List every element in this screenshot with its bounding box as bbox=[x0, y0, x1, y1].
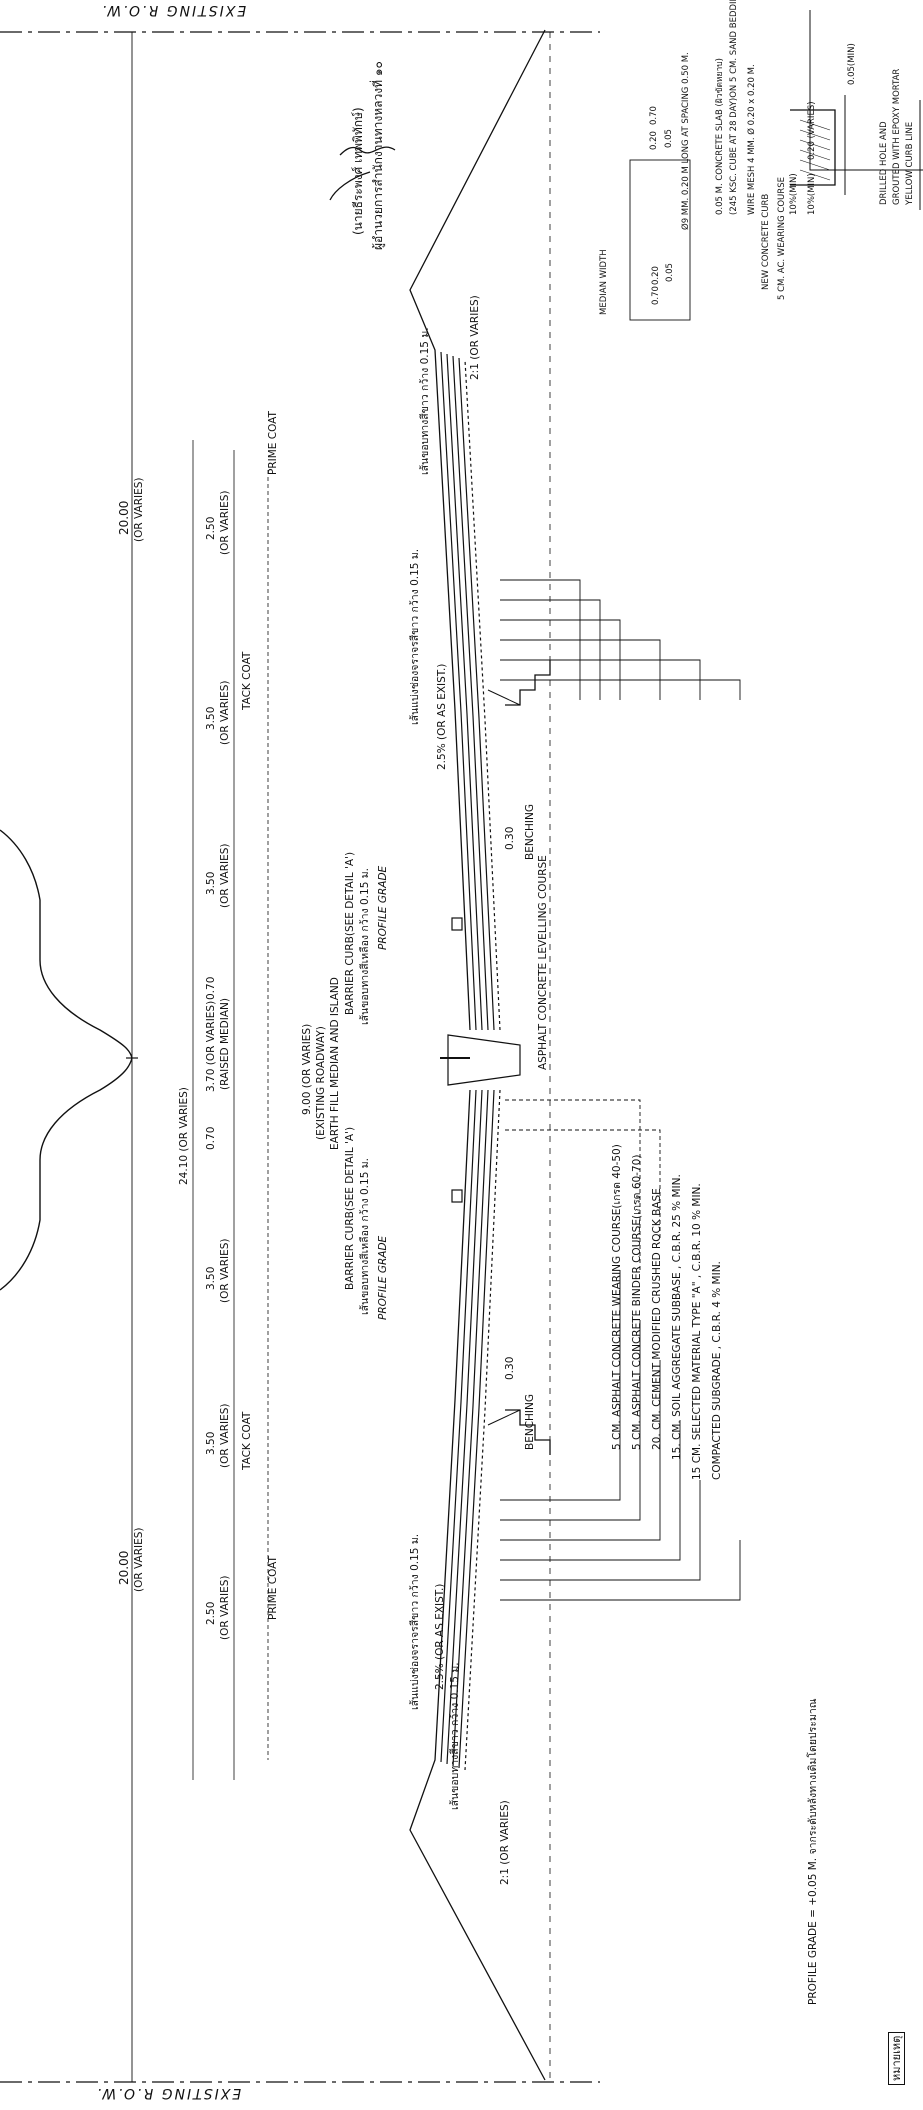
dim-shoulder-right: 2.50 bbox=[205, 516, 217, 540]
dim-shoulder-left: 2.50 bbox=[205, 1601, 217, 1625]
side-slope-right: 2:1 (OR VARIES) bbox=[469, 295, 481, 380]
layer-6: COMPACTED SUBGRADE , C.B.R. 4 % MIN. bbox=[711, 1261, 723, 1480]
detail-d005a: 0.05 bbox=[665, 263, 675, 282]
dim-lane-d-sub: (OR VARIES) bbox=[219, 1403, 231, 1468]
detail-d020a: 0.20 bbox=[651, 266, 661, 285]
detail-pct-a: 10%(MIN) bbox=[789, 173, 799, 215]
benching-right: BENCHING bbox=[524, 803, 536, 860]
profile-grade-right: PROFILE GRADE bbox=[377, 865, 389, 950]
dim-existing-roadway: 9.00 (OR VARIES) bbox=[301, 1023, 313, 1115]
earth-fill-label: EARTH FILL MEDIAN AND ISLAND bbox=[329, 977, 341, 1150]
dim-right-half-sub: (OR VARIES) bbox=[133, 477, 145, 542]
detail-d070a: 0.70 bbox=[651, 286, 661, 305]
bench-dim-right: 0.30 bbox=[504, 826, 516, 850]
detail-varies: 0.20 (VARIES) bbox=[807, 101, 817, 160]
side-slope-left: 2:1 (OR VARIES) bbox=[499, 1800, 511, 1885]
edge-white-right: เส้นขอบทางสีขาว กว้าง 0.15 ม. bbox=[419, 327, 431, 475]
tack-coat-left: TACK COAT bbox=[241, 1411, 253, 1470]
dim-lane-b: 3.50 bbox=[205, 871, 217, 895]
profile-grade-note: PROFILE GRADE = +0.05 M. จากระดับหลังทาง… bbox=[807, 1698, 819, 2005]
profile-grade-left: PROFILE GRADE bbox=[377, 1235, 389, 1320]
signature-position: ผู้อำนวยการสำนักงานทางหลวงที่ ๑๐ bbox=[371, 61, 385, 250]
signature-name: (นายธีระพงศ์ เทพพิทักษ์) bbox=[351, 107, 365, 235]
edge-white-left: เส้นขอบทางสีขาว กว้าง 0.15 ม. bbox=[449, 1662, 461, 1810]
yellow-line-left: เส้นขอบทางสีเหลือง กว้าง 0.15 ม. bbox=[359, 1158, 371, 1315]
layer-4: 15. CM. SOIL AGGREGATE SUBBASE , C.B.R. … bbox=[671, 1174, 683, 1460]
detail-dowel: Ø9 MM. 0.20 M LONG AT SPACING 0.50 M. bbox=[681, 52, 691, 230]
detail-slab2: (245 KSC. CUBE AT 28 DAY)ON 5 CM. SAND B… bbox=[729, 0, 739, 215]
dim-center: 24.10 (OR VARIES) bbox=[178, 1087, 190, 1185]
tack-coat-right: TACK COAT bbox=[241, 651, 253, 710]
detail-drilled: DRILLED HOLE AND bbox=[879, 121, 889, 205]
layer-1: 5 CM. ASPHALT CONCRETE WEARING COURSE(เก… bbox=[611, 1144, 623, 1450]
layer-2: 5 CM. ASPHALT CONCRETE BINDER COURSE(เกร… bbox=[631, 1154, 643, 1450]
layer-5: 15 CM. SELECTED MATERIAL TYPE "A" , C.B.… bbox=[691, 1183, 703, 1480]
dim-median-sub: (RAISED MEDIAN) bbox=[219, 998, 231, 1090]
detail-pct-c: 0.05(MIN) bbox=[847, 43, 857, 85]
lane-line-right: เส้นแบ่งช่องจราจรสีขาว กว้าง 0.15 ม. bbox=[409, 548, 421, 725]
leveling-course: ASPHALT CONCRETE LEVELLING COURSE bbox=[537, 855, 549, 1070]
prime-coat-right: PRIME COAT bbox=[267, 411, 279, 475]
detail-d020b: 0.20 bbox=[649, 131, 659, 150]
dim-left-half: 20.00 bbox=[117, 1550, 131, 1585]
detail-new-curb: NEW CONCRETE CURB bbox=[761, 193, 771, 290]
bench-dim-left: 0.30 bbox=[504, 1356, 516, 1380]
slope-right: 2.5% (OR AS EXIST.) bbox=[436, 663, 448, 770]
median-width-label: MEDIAN WIDTH bbox=[599, 249, 609, 315]
dim-median: 3.70 (OR VARIES) bbox=[205, 1000, 217, 1092]
dim-lane-d: 3.50 bbox=[205, 1431, 217, 1455]
dim-shoulder-left-sub: (OR VARIES) bbox=[219, 1575, 231, 1640]
dim-lane-a: 3.50 bbox=[205, 706, 217, 730]
detail-mesh: WIRE MESH 4 MM. Ø 0.20 x 0.20 M. bbox=[747, 64, 757, 215]
detail-pct-b: 10%(MIN) bbox=[807, 173, 817, 215]
dim-right-half: 20.00 bbox=[117, 500, 131, 535]
detail-grouted: GROUTED WITH EPOXY MORTAR bbox=[892, 68, 902, 205]
dim-lane-c: 3.50 bbox=[205, 1266, 217, 1290]
detail-ac-wear: 5 CM. AC. WEARING COURSE bbox=[777, 177, 787, 300]
barrier-curb-right: BARRIER CURB(SEE DETAIL 'A') bbox=[344, 851, 356, 1015]
row-label-bottom: EXISTING R.O.W. bbox=[95, 2085, 242, 2101]
benching-left: BENCHING bbox=[524, 1393, 536, 1450]
dim-shoulder-right-sub: (OR VARIES) bbox=[219, 490, 231, 555]
prime-coat-left: PRIME COAT bbox=[267, 1556, 279, 1620]
detail-yellow: YELLOW CURB LINE bbox=[905, 121, 915, 205]
slope-left: 2.5% (OR AS EXIST.) bbox=[434, 1583, 446, 1690]
dim-edge-left: 0.70 bbox=[205, 1126, 217, 1150]
detail-d005b: 0.05 bbox=[664, 129, 674, 148]
layer-3: 20. CM. CEMENT MODIFIED CRUSHED ROCK BAS… bbox=[651, 1188, 663, 1450]
dim-existing-roadway-sub: (EXISTING ROADWAY) bbox=[315, 1026, 327, 1140]
barrier-curb-left: BARRIER CURB(SEE DETAIL 'A') bbox=[344, 1126, 356, 1290]
yellow-line-right: เส้นขอบทางสีเหลือง กว้าง 0.15 ม. bbox=[359, 868, 371, 1025]
detail-d070b: 0.70 bbox=[649, 106, 659, 125]
dim-lane-c-sub: (OR VARIES) bbox=[219, 1238, 231, 1303]
dim-left-half-sub: (OR VARIES) bbox=[133, 1527, 145, 1592]
dim-lane-a-sub: (OR VARIES) bbox=[219, 680, 231, 745]
remark-box: หมายเหตุ bbox=[888, 2031, 905, 2085]
dim-edge-right: 0.70 bbox=[205, 976, 217, 1000]
detail-slab: 0.05 M. CONCRETE SLAB (ผิวขัดหยาบ) bbox=[715, 58, 725, 215]
dim-lane-b-sub: (OR VARIES) bbox=[219, 843, 231, 908]
lane-line-left: เส้นแบ่งช่องจราจรสีขาว กว้าง 0.15 ม. bbox=[409, 1533, 421, 1710]
row-label-top: EXISTING R.O.W. bbox=[100, 2, 247, 18]
